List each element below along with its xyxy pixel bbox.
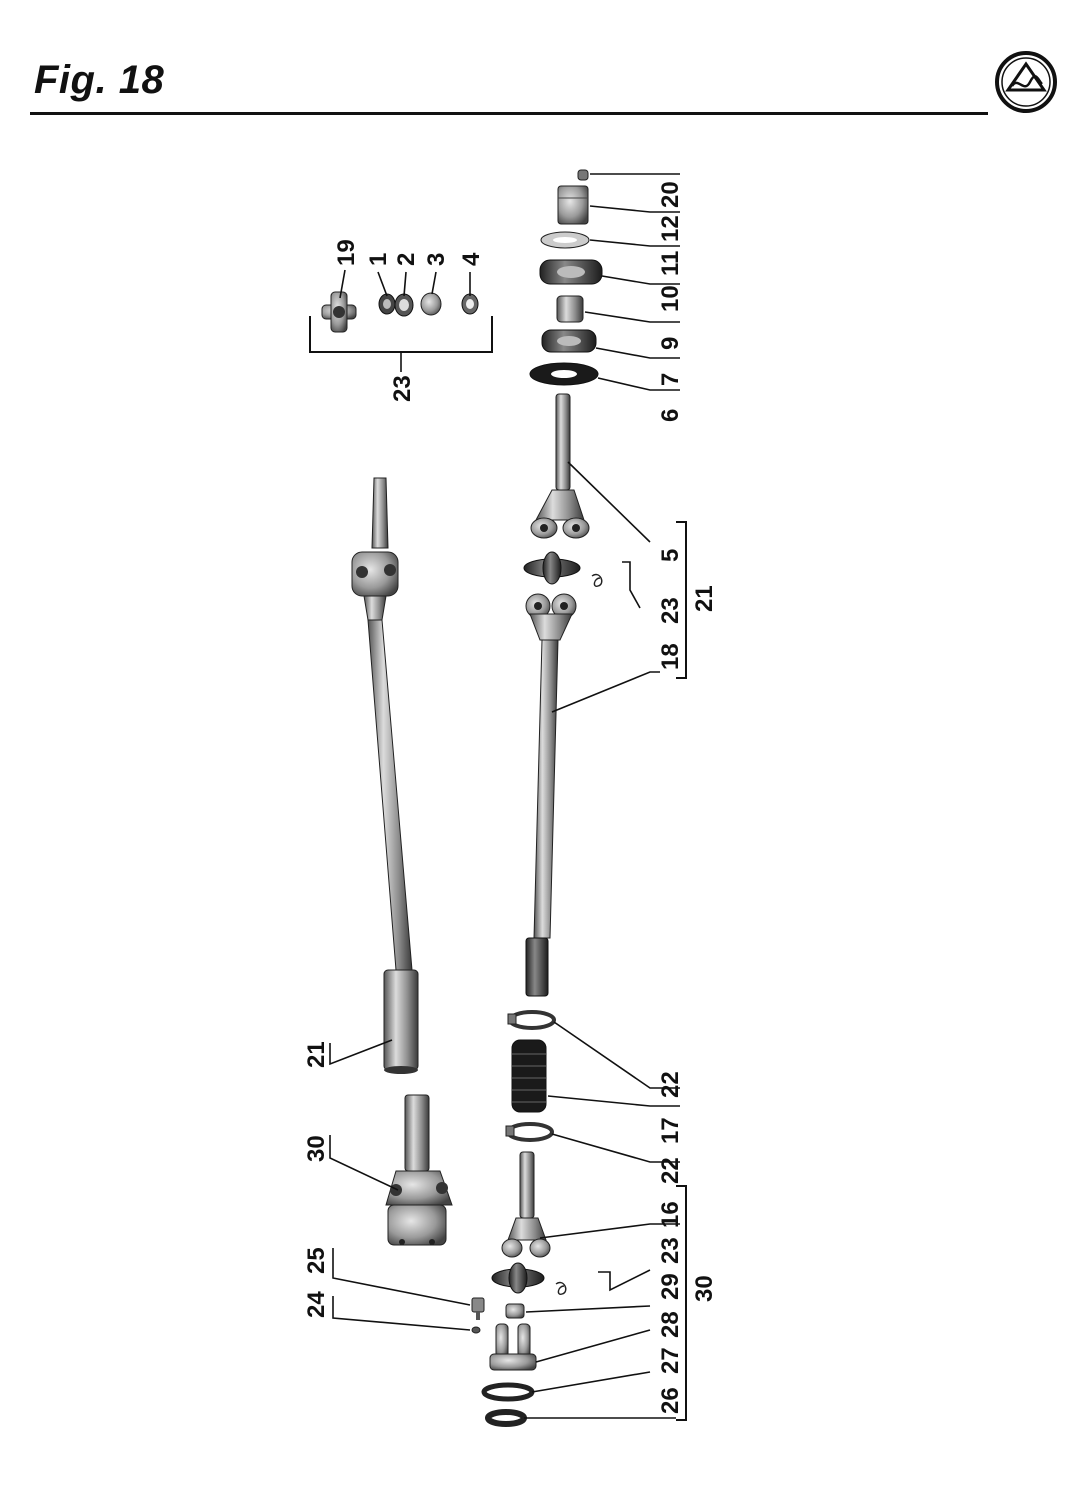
figure-title: Fig. 18 [34, 58, 165, 102]
part-label-21-group: 21 [691, 585, 718, 612]
leader-25 [332, 1248, 471, 1306]
leader-10 [601, 275, 680, 285]
cross-kit-group: 19 1 2 3 4 23 [309, 239, 493, 402]
part-label-12: 12 [657, 215, 684, 242]
part-label-9: 9 [657, 337, 684, 350]
ball-bearing-part-10 [539, 259, 603, 285]
part-label-23-mid: 23 [657, 597, 684, 624]
oil-seal-part-6 [529, 362, 599, 386]
flange-nut-part-12 [557, 185, 589, 225]
grease-nipple-part-20 [577, 169, 589, 181]
part-label-27: 27 [657, 1347, 684, 1374]
part-label-26: 26 [657, 1387, 684, 1414]
leader-18 [551, 671, 660, 713]
washer-part-24 [471, 1326, 481, 1334]
part-label-30-left: 30 [303, 1135, 330, 1162]
part-label-5: 5 [657, 549, 684, 562]
needle-bearing-part-1 [378, 293, 396, 315]
slip-yoke-assembly-part-30 [385, 1094, 453, 1246]
grease-nipple-part-25 [471, 1297, 485, 1320]
splined-shaft-yoke-part-16 [501, 1151, 551, 1258]
leader-2 [403, 271, 407, 297]
group-bracket-21 [676, 521, 687, 679]
part-label-3: 3 [423, 253, 450, 266]
spider-cross-part-23-mid [523, 551, 603, 587]
part-label-19: 19 [333, 239, 360, 266]
title-rule [30, 112, 988, 115]
assembled-propshaft-part-21 [351, 477, 419, 1074]
spacer-sleeve-part-9 [556, 295, 584, 323]
brand-emblem-icon [995, 51, 1057, 113]
part-label-23-kit: 23 [389, 375, 416, 402]
part-label-29: 29 [657, 1273, 684, 1300]
part-label-28: 28 [657, 1311, 684, 1338]
part-label-23-low: 23 [657, 1237, 684, 1264]
leader-23-low [598, 1269, 651, 1292]
leader-9 [584, 311, 680, 323]
leader-19 [339, 269, 346, 299]
part-label-16: 16 [657, 1201, 684, 1228]
ring-part-26 [485, 1409, 527, 1427]
part-label-24: 24 [303, 1291, 330, 1318]
propshaft-tube-part-18 [525, 593, 577, 997]
part-label-17: 17 [657, 1117, 684, 1144]
part-label-2: 2 [393, 253, 420, 266]
leader-3 [431, 271, 437, 295]
washer-part-11 [540, 231, 590, 249]
part-label-6: 6 [657, 409, 684, 422]
leader-27 [531, 1371, 651, 1393]
part-label-22-bottom: 22 [657, 1157, 684, 1184]
leader-11 [589, 239, 680, 247]
circlip-part-4 [461, 293, 479, 315]
leader-30-left [329, 1135, 399, 1191]
spider-cross-part-23-low [491, 1262, 567, 1295]
ring-part-27 [481, 1382, 535, 1402]
stub-shaft-yoke-part-5 [530, 393, 590, 539]
leader-21-left [329, 1039, 393, 1066]
part-label-18: 18 [657, 643, 684, 670]
flange-yoke-part-28 [489, 1323, 537, 1371]
ball-bearing-part-7 [541, 329, 597, 353]
part-label-10: 10 [657, 285, 684, 312]
leader-7 [595, 347, 680, 359]
group-bracket-30 [676, 1185, 687, 1421]
part-label-30-group: 30 [691, 1275, 718, 1302]
part-label-25: 25 [303, 1247, 330, 1274]
leader-5 [567, 461, 651, 543]
leader-29 [525, 1305, 651, 1313]
part-label-1: 1 [365, 253, 392, 266]
part-label-4: 4 [458, 252, 485, 266]
leader-22-bottom [551, 1133, 680, 1163]
rubber-boot-part-17 [511, 1039, 547, 1113]
leader-1 [377, 271, 388, 297]
leader-24 [332, 1296, 471, 1331]
seal-part-3 [420, 292, 442, 316]
hose-clamp-part-22-bottom [505, 1122, 554, 1142]
part-label-21-left: 21 [303, 1041, 330, 1068]
part-label-11: 11 [657, 251, 684, 276]
leader-6 [597, 377, 680, 391]
spider-cross-part-19 [321, 291, 357, 333]
leader-16 [539, 1223, 680, 1239]
bushing-part-29 [505, 1303, 525, 1319]
leader-12 [589, 205, 680, 213]
leader-23-mid [622, 561, 641, 609]
leader-22-top [553, 1021, 680, 1089]
leader-17 [547, 1095, 680, 1107]
part-label-7: 7 [657, 373, 684, 386]
hose-clamp-part-22-top [507, 1010, 556, 1030]
part-label-22-top: 22 [657, 1071, 684, 1098]
bearing-cup-part-2 [394, 293, 414, 317]
part-label-20: 20 [657, 181, 684, 208]
leader-28 [535, 1329, 651, 1363]
